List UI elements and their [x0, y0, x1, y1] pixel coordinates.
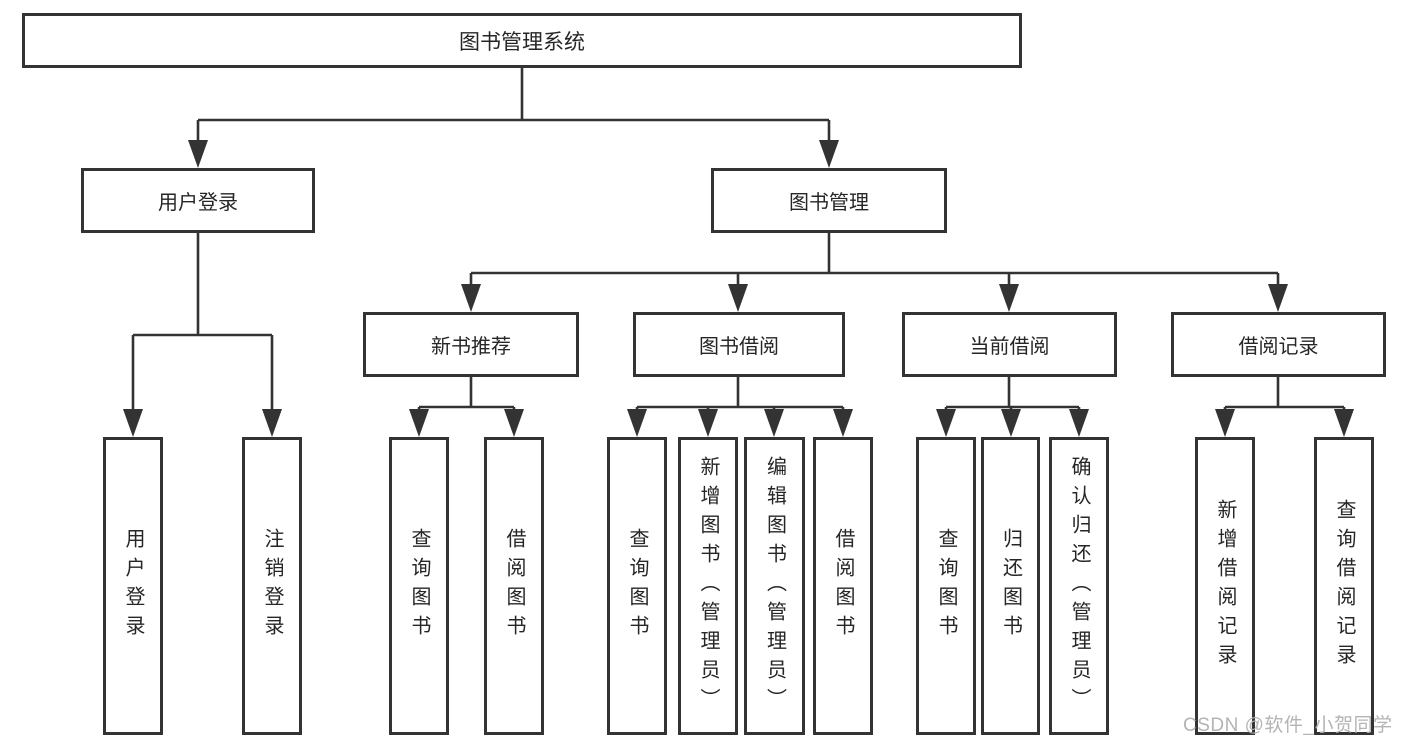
leaf-logout-login: 注销登录 [242, 437, 302, 735]
leaf-label: 用户登录 [122, 528, 144, 644]
node-book-management: 图书管理 [711, 168, 947, 233]
connector-book-management-children [461, 233, 1288, 312]
node-new-book-recommend: 新书推荐 [363, 312, 579, 377]
node-label: 图书管理系统 [459, 30, 585, 54]
node-user-login: 用户登录 [81, 168, 315, 233]
node-book-borrow: 图书借阅 [633, 312, 845, 377]
node-current-borrow: 当前借阅 [902, 312, 1117, 377]
leaf-query-books-recommend: 查询图书 [389, 437, 449, 735]
leaf-label: 编辑图书（管理员） [763, 455, 786, 717]
leaf-query-books-borrow: 查询图书 [607, 437, 667, 735]
csdn-watermark: CSDN @软件_小贺同学 [1183, 715, 1393, 736]
connector-new-book-recommend-children [409, 377, 524, 437]
node-label: 图书借阅 [699, 336, 779, 358]
leaf-query-borrow-record: 查询借阅记录 [1314, 437, 1374, 735]
leaf-label: 归还图书 [999, 528, 1022, 644]
leaf-query-books-current: 查询图书 [916, 437, 976, 735]
leaf-label: 借阅图书 [832, 528, 854, 644]
leaf-return-books: 归还图书 [981, 437, 1040, 735]
node-label: 借阅记录 [1238, 336, 1319, 358]
leaf-label: 查询图书 [626, 528, 648, 644]
node-label: 用户登录 [158, 192, 238, 214]
leaf-label: 新增图书（管理员） [697, 455, 719, 717]
leaf-label: 新增借阅记录 [1214, 499, 1236, 673]
connector-user-login-children [123, 233, 282, 437]
leaf-label: 借阅图书 [503, 528, 525, 644]
leaf-edit-books-admin: 编辑图书（管理员） [744, 437, 805, 735]
leaf-add-books-admin: 新增图书（管理员） [678, 437, 738, 735]
leaf-label: 注销登录 [261, 528, 283, 644]
node-library-management-system: 图书管理系统 [22, 13, 1022, 68]
leaf-label: 查询借阅记录 [1333, 499, 1355, 673]
node-label: 新书推荐 [431, 336, 511, 358]
leaf-borrow-books-recommend: 借阅图书 [484, 437, 544, 735]
connector-current-borrow-children [936, 377, 1089, 437]
leaf-borrow-books: 借阅图书 [813, 437, 873, 735]
node-label: 图书管理 [789, 192, 869, 214]
connector-root-to-level1 [188, 68, 839, 168]
connector-borrow-records-children [1215, 377, 1354, 437]
node-borrow-records: 借阅记录 [1171, 312, 1386, 377]
connector-book-borrow-children [627, 377, 853, 437]
node-label: 当前借阅 [969, 336, 1050, 358]
leaf-label: 查询图书 [935, 528, 957, 644]
leaf-add-borrow-record: 新增借阅记录 [1195, 437, 1255, 735]
leaf-label: 确认归还（管理员） [1068, 455, 1090, 717]
leaf-user-login: 用户登录 [103, 437, 163, 735]
leaf-label: 查询图书 [408, 528, 430, 644]
leaf-confirm-return-admin: 确认归还（管理员） [1049, 437, 1109, 735]
